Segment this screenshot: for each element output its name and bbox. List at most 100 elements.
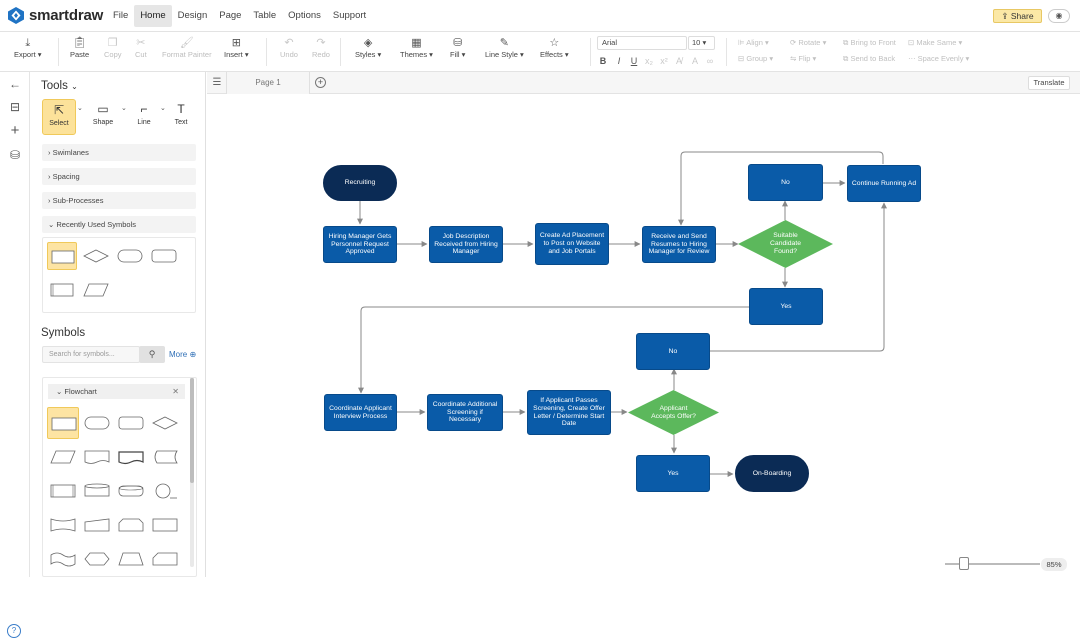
symbol-preparation[interactable]: [81, 543, 113, 575]
symbol-punched-tape[interactable]: [47, 543, 79, 575]
link-icon[interactable]: ∞: [706, 56, 714, 66]
share-button[interactable]: ⇪ Share: [993, 9, 1042, 23]
chevron-down-icon[interactable]: ⌄: [160, 105, 166, 112]
line-style-button[interactable]: ✎Line Style ▾: [485, 37, 524, 59]
flow-node-yes-mid[interactable]: Yes: [749, 288, 823, 325]
superscript-icon[interactable]: x²: [660, 56, 668, 66]
flow-decision-suitable[interactable]: Suitable Candidate Found?: [738, 220, 833, 268]
text-color-icon[interactable]: A: [691, 56, 698, 66]
menu-design[interactable]: Design: [177, 10, 208, 21]
align-button[interactable]: ⊫ Align ▾: [738, 38, 769, 47]
symbols-scrollbar-thumb[interactable]: [190, 378, 194, 483]
symbol-decision[interactable]: [149, 407, 181, 439]
chevron-down-icon[interactable]: ⌄: [77, 105, 83, 112]
menu-table[interactable]: Table: [253, 10, 277, 21]
menu-page[interactable]: Page: [219, 10, 242, 21]
rotate-button[interactable]: ⟳ Rotate ▾: [790, 38, 827, 47]
copy-button[interactable]: ❐Copy: [104, 36, 122, 59]
flip-button[interactable]: ⇋ Flip ▾: [790, 54, 817, 63]
export-button[interactable]: ⤓Export ▾: [14, 37, 42, 59]
clear-format-icon[interactable]: A̸: [675, 56, 682, 66]
symbol-manual-input[interactable]: [47, 509, 79, 541]
symbol-decision[interactable]: [81, 242, 111, 270]
undo-button[interactable]: ↶Undo: [280, 36, 298, 59]
fill-button[interactable]: ⛁Fill ▾: [450, 37, 466, 59]
symbol-stored-data[interactable]: [149, 441, 181, 473]
styles-button[interactable]: ◈Styles ▾: [355, 37, 382, 59]
symbol-process[interactable]: [47, 407, 79, 439]
recently-used-section[interactable]: ⌄ Recently Used Symbols: [42, 216, 196, 233]
back-arrow-icon[interactable]: ←: [9, 77, 21, 91]
flow-node-coordinate-interview[interactable]: Coordinate Applicant Interview Process: [324, 394, 397, 431]
tab-page-1[interactable]: Page 1: [226, 72, 310, 94]
paste-button[interactable]: 📋︎Paste: [70, 36, 89, 59]
menu-file[interactable]: File: [113, 10, 129, 21]
symbol-data[interactable]: [47, 441, 79, 473]
flow-node-onboarding[interactable]: On-Boarding: [735, 455, 809, 492]
flow-node-job-description[interactable]: Job Description Received from Hiring Man…: [429, 226, 503, 263]
flow-node-continue-ad[interactable]: Continue Running Ad: [847, 165, 921, 202]
toolbox-icon[interactable]: ⊟: [9, 100, 21, 114]
font-family-select[interactable]: Arial: [597, 36, 687, 50]
cut-button[interactable]: ✂Cut: [135, 36, 147, 59]
menu-options[interactable]: Options: [288, 10, 321, 21]
translate-button[interactable]: Translate: [1028, 76, 1070, 90]
symbol-multi-document[interactable]: [115, 441, 147, 473]
zoom-slider-thumb[interactable]: [959, 557, 969, 570]
insert-button[interactable]: ⊞Insert ▾: [224, 37, 249, 59]
symbol-card[interactable]: [149, 543, 181, 575]
send-to-back-button[interactable]: ⧉ Send to Back: [843, 54, 896, 63]
flow-node-no-bottom[interactable]: No: [636, 333, 710, 370]
bold-icon[interactable]: B: [599, 56, 607, 66]
group-button[interactable]: ⊟ Group ▾: [738, 54, 774, 63]
symbol-terminator[interactable]: [115, 242, 145, 270]
italic-icon[interactable]: I: [617, 56, 621, 66]
zoom-level[interactable]: 85%: [1041, 558, 1067, 571]
flow-decision-accepts[interactable]: Applicant Accepts Offer?: [628, 390, 719, 435]
add-page-icon[interactable]: +: [315, 77, 326, 88]
close-icon[interactable]: ✕: [172, 387, 179, 396]
flow-node-hiring-request[interactable]: Hiring Manager Gets Personnel Request Ap…: [323, 226, 397, 263]
subscript-icon[interactable]: x₂: [645, 56, 653, 66]
symbol-loop-limit[interactable]: [115, 509, 147, 541]
symbol-rounded[interactable]: [149, 242, 179, 270]
flow-node-create-ad[interactable]: Create Ad Placement to Post on Website a…: [535, 223, 609, 265]
redo-button[interactable]: ↷Redo: [312, 36, 330, 59]
drawing-canvas[interactable]: Recruiting Hiring Manager Gets Personnel…: [207, 94, 1080, 577]
effects-button[interactable]: ☆Effects ▾: [540, 37, 569, 59]
symbol-trapezoid[interactable]: [115, 543, 147, 575]
symbol-database[interactable]: [81, 475, 113, 507]
symbol-search-input[interactable]: Search for symbols...: [42, 346, 140, 363]
help-icon[interactable]: ?: [7, 624, 21, 638]
flow-node-coordinate-screening[interactable]: Coordinate Additional Screening if Neces…: [427, 394, 503, 431]
symbol-connector[interactable]: [149, 475, 181, 507]
bring-to-front-button[interactable]: ⧉ Bring to Front: [843, 38, 896, 47]
flow-node-yes-bottom[interactable]: Yes: [636, 455, 710, 492]
page-list-icon[interactable]: ☰: [212, 77, 222, 88]
line-tool[interactable]: ⌐Line: [127, 99, 161, 135]
chevron-down-icon[interactable]: ⌄: [121, 105, 127, 112]
symbol-process[interactable]: [47, 242, 77, 270]
plus-icon[interactable]: +: [10, 122, 20, 139]
more-symbols-link[interactable]: More ⊕: [169, 350, 197, 359]
menu-home[interactable]: Home: [134, 5, 172, 27]
menu-support[interactable]: Support: [332, 10, 367, 21]
symbol-rounded[interactable]: [115, 407, 147, 439]
flowchart-library-header[interactable]: ⌄ Flowchart✕: [48, 384, 185, 399]
format-painter-button[interactable]: 🖌︎Format Painter: [162, 36, 212, 59]
flow-node-offer-letter[interactable]: If Applicant Passes Screening, Create Of…: [527, 390, 611, 435]
font-size-select[interactable]: 10 ▾: [688, 36, 715, 50]
symbol-predefined[interactable]: [47, 276, 77, 304]
symbol-predefined[interactable]: [47, 475, 79, 507]
tools-title[interactable]: Tools ⌄: [41, 80, 78, 92]
symbol-document[interactable]: [81, 441, 113, 473]
symbol-terminator[interactable]: [81, 407, 113, 439]
search-button[interactable]: ⚲: [139, 346, 165, 363]
underline-icon[interactable]: U: [630, 56, 638, 66]
make-same-button[interactable]: ⊡ Make Same ▾: [908, 38, 963, 47]
view-toggle-button[interactable]: ◉: [1048, 9, 1070, 23]
themes-button[interactable]: ▦Themes ▾: [400, 37, 433, 59]
symbol-manual-operation[interactable]: [81, 509, 113, 541]
spacing-section[interactable]: › Spacing: [42, 168, 196, 185]
